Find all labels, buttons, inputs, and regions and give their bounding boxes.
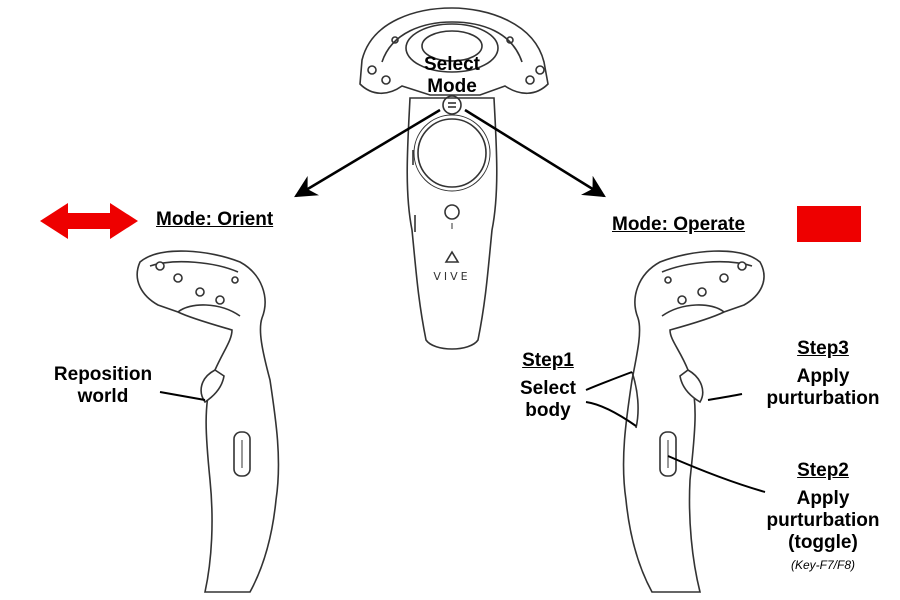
callout-line-step1b [585,401,637,427]
step2-line3: (toggle) [788,532,858,553]
step1-block: Step1 Select body [508,350,588,422]
select-mode-line2: Mode [427,76,477,97]
mode-orient-label: Mode: Orient [156,209,274,230]
double-arrow-icon [40,203,138,239]
arrow-to-orient [294,108,441,198]
step2-line1: Apply [796,488,850,509]
select-mode-label: Select Mode [410,54,494,98]
step2-key-note: (Key-F7/F8) [790,558,855,572]
red-square-icon [797,206,861,242]
arrow-to-operate [464,108,606,198]
left-controller [136,250,280,593]
step3-line2: purturbation [766,388,880,409]
reposition-line1: Reposition [53,364,153,385]
brand-text: VIVE [433,270,470,283]
select-mode-line1: Select [424,54,480,75]
callout-line-step1a [585,371,633,391]
callout-lines-operate [585,371,766,493]
reposition-world-label: Reposition world [46,364,160,408]
step2-heading: Step2 [797,460,849,481]
callout-line-step3 [707,393,743,401]
center-controller [359,7,549,350]
step3-block: Step3 Apply purturbation [756,338,890,410]
step1-heading: Step1 [522,350,574,371]
mode-arrows [294,108,606,198]
step1-line2: body [525,400,571,421]
callout-line-step2 [667,455,766,493]
reposition-line2: world [77,386,129,407]
step2-block: Step2 Apply purturbation (toggle) (Key-F… [756,460,890,572]
step2-line2: purturbation [766,510,880,531]
mode-operate-label: Mode: Operate [612,214,746,235]
step1-line1: Select [520,378,576,399]
callout-line-reposition [159,391,206,401]
right-controller [622,250,765,593]
step3-heading: Step3 [797,338,849,359]
step3-line1: Apply [796,366,850,387]
